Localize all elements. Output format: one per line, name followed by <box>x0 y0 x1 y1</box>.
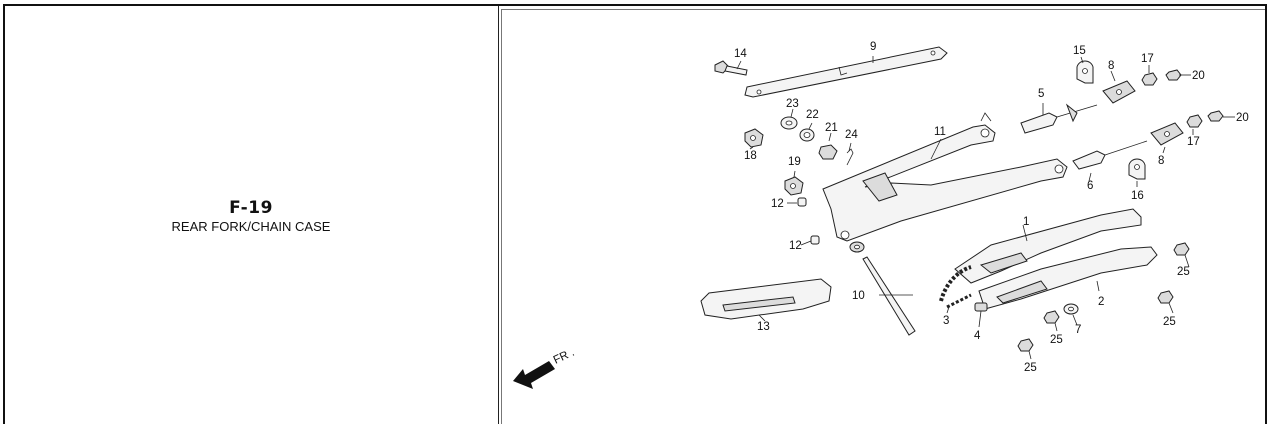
part-bolt-25c <box>1043 310 1060 332</box>
callout-9: 9 <box>870 41 876 53</box>
part-washer-7 <box>1063 303 1079 315</box>
callout-8a: 8 <box>1108 60 1114 72</box>
callout-3: 3 <box>943 315 949 327</box>
front-direction-label: FR . <box>552 347 577 367</box>
fastener-collar-12a <box>797 197 807 207</box>
callout-13: 13 <box>757 321 770 333</box>
fastener-washer-23 <box>780 116 798 130</box>
callout-16: 16 <box>1131 190 1144 202</box>
part-chain-adjuster-6 <box>1072 140 1148 170</box>
callout-21: 21 <box>825 122 838 134</box>
callout-1: 1 <box>1023 216 1029 228</box>
part-pivot-shaft <box>849 241 916 336</box>
outer-frame <box>3 4 1267 424</box>
fastener-nut-18 <box>744 128 764 148</box>
panel-divider <box>498 6 499 424</box>
callout-25d: 25 <box>1024 362 1037 374</box>
callout-10: 10 <box>852 290 865 302</box>
callout-labels: 1 2 3 4 5 6 7 8 8 9 10 11 12 12 13 14 15… <box>734 41 1249 374</box>
part-nut-20b <box>1207 110 1224 122</box>
part-nut-17b <box>1186 114 1203 128</box>
callout-25a: 25 <box>1177 266 1190 278</box>
figure-code: F-19 <box>229 198 273 218</box>
callout-2: 2 <box>1098 296 1104 308</box>
fastener-washer-22 <box>799 128 815 142</box>
part-clip-16 <box>1128 158 1146 180</box>
part-chain-adjuster-5 <box>1020 103 1098 134</box>
figure-caption: F-19 REAR FORK/CHAIN CASE <box>3 198 499 234</box>
part-bolt-25d <box>1017 338 1034 360</box>
fastener-pin-24 <box>846 148 854 166</box>
callout-6: 6 <box>1087 180 1093 192</box>
part-bolt-25b <box>1157 290 1174 314</box>
part-clip-15 <box>1076 60 1094 84</box>
front-direction-arrow <box>513 361 555 389</box>
part-chain-slider <box>700 278 832 320</box>
callout-12a: 12 <box>771 198 784 210</box>
callout-20b: 20 <box>1236 112 1249 124</box>
part-chain-case-upper <box>954 208 1142 284</box>
part-drive-chain <box>939 265 972 309</box>
part-chain-case-lower <box>978 246 1158 310</box>
leader-lines <box>736 56 1235 328</box>
callout-25b: 25 <box>1163 316 1176 328</box>
part-plate-8a <box>1102 80 1136 104</box>
callout-5: 5 <box>1038 88 1044 100</box>
part-nut-17a <box>1141 72 1158 86</box>
callout-23: 23 <box>786 98 799 110</box>
callout-15: 15 <box>1073 45 1086 57</box>
callout-24: 24 <box>845 129 858 141</box>
callout-18: 18 <box>744 150 757 162</box>
part-swing-arm <box>822 112 1068 242</box>
exploded-parts-diagram: FR . 1 2 3 4 5 6 <box>513 41 1249 389</box>
figure-title: REAR FORK/CHAIN CASE <box>171 219 331 234</box>
part-bolt-25a <box>1173 242 1190 268</box>
part-plate-8b <box>1150 122 1184 146</box>
part-chain-joint <box>974 302 988 312</box>
fastener-collar-12b <box>810 235 820 245</box>
callout-17b: 17 <box>1187 136 1200 148</box>
callout-14: 14 <box>734 48 747 60</box>
callout-11: 11 <box>934 126 946 138</box>
callout-8b: 8 <box>1158 155 1164 167</box>
fastener-nut-21 <box>818 144 838 160</box>
fastener-nut-19 <box>784 176 804 196</box>
callout-19: 19 <box>788 156 801 168</box>
callout-7: 7 <box>1075 324 1081 336</box>
callout-22: 22 <box>806 109 819 121</box>
callout-4: 4 <box>974 330 981 342</box>
callout-12b: 12 <box>789 240 802 252</box>
callout-17a: 17 <box>1141 53 1154 65</box>
diagram-frame <box>501 9 1265 424</box>
callout-20a: 20 <box>1192 70 1205 82</box>
part-bracket <box>744 46 948 98</box>
part-bolt-14 <box>714 60 748 76</box>
part-nut-20a <box>1165 69 1182 81</box>
callout-25c: 25 <box>1050 334 1063 346</box>
